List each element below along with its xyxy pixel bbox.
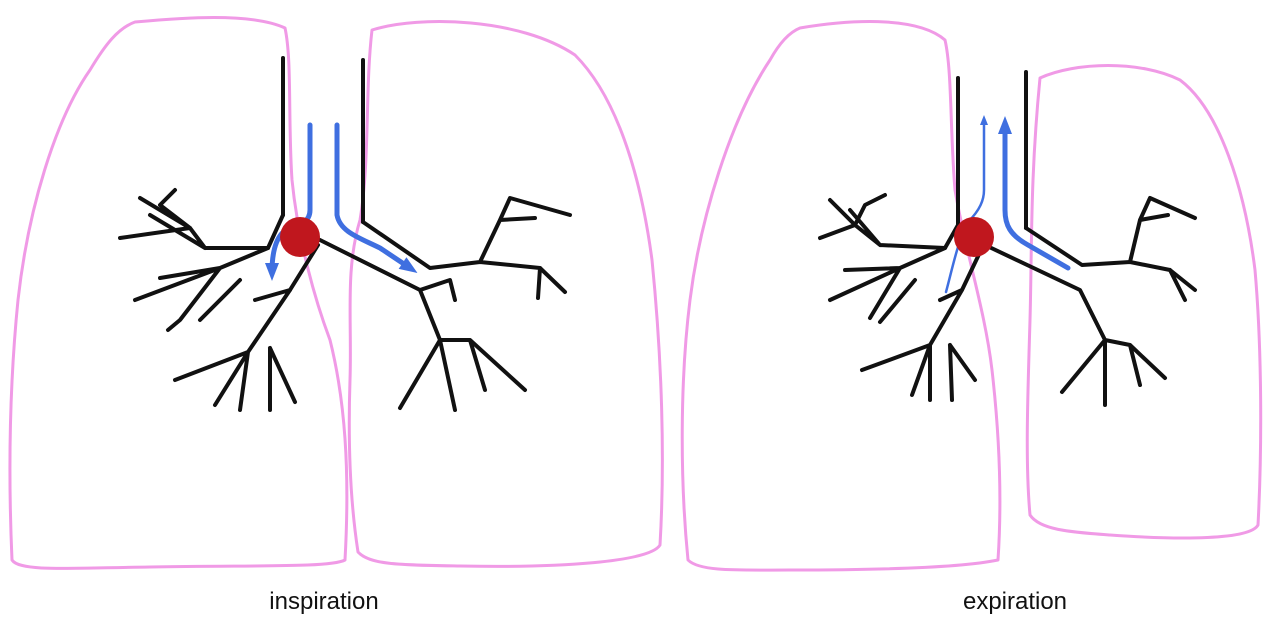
bronchial-tree (120, 58, 570, 410)
obstruction-marker (954, 217, 994, 257)
right-lung-outline (1027, 66, 1260, 538)
left-upper-branches (120, 190, 283, 248)
right-upper-branches (363, 198, 570, 298)
right-upper-branches (1026, 198, 1195, 300)
left-lower-branches (175, 245, 318, 410)
inspiration-panel (10, 18, 662, 569)
expiration-panel (682, 22, 1260, 571)
caption-inspiration: inspiration (269, 588, 378, 616)
left-middle-branches (830, 248, 945, 322)
bronchial-tree (820, 72, 1195, 405)
left-lung-outline (10, 18, 347, 569)
left-upper-branches (820, 195, 958, 248)
right-lower-branches (985, 245, 1165, 405)
right-mid-branch (420, 280, 455, 300)
airflow-arrow-right (1005, 125, 1068, 268)
left-middle-branches (135, 248, 268, 330)
caption-expiration: expiration (963, 588, 1067, 616)
right-lung-outline (349, 22, 662, 567)
obstruction-marker (280, 217, 320, 257)
